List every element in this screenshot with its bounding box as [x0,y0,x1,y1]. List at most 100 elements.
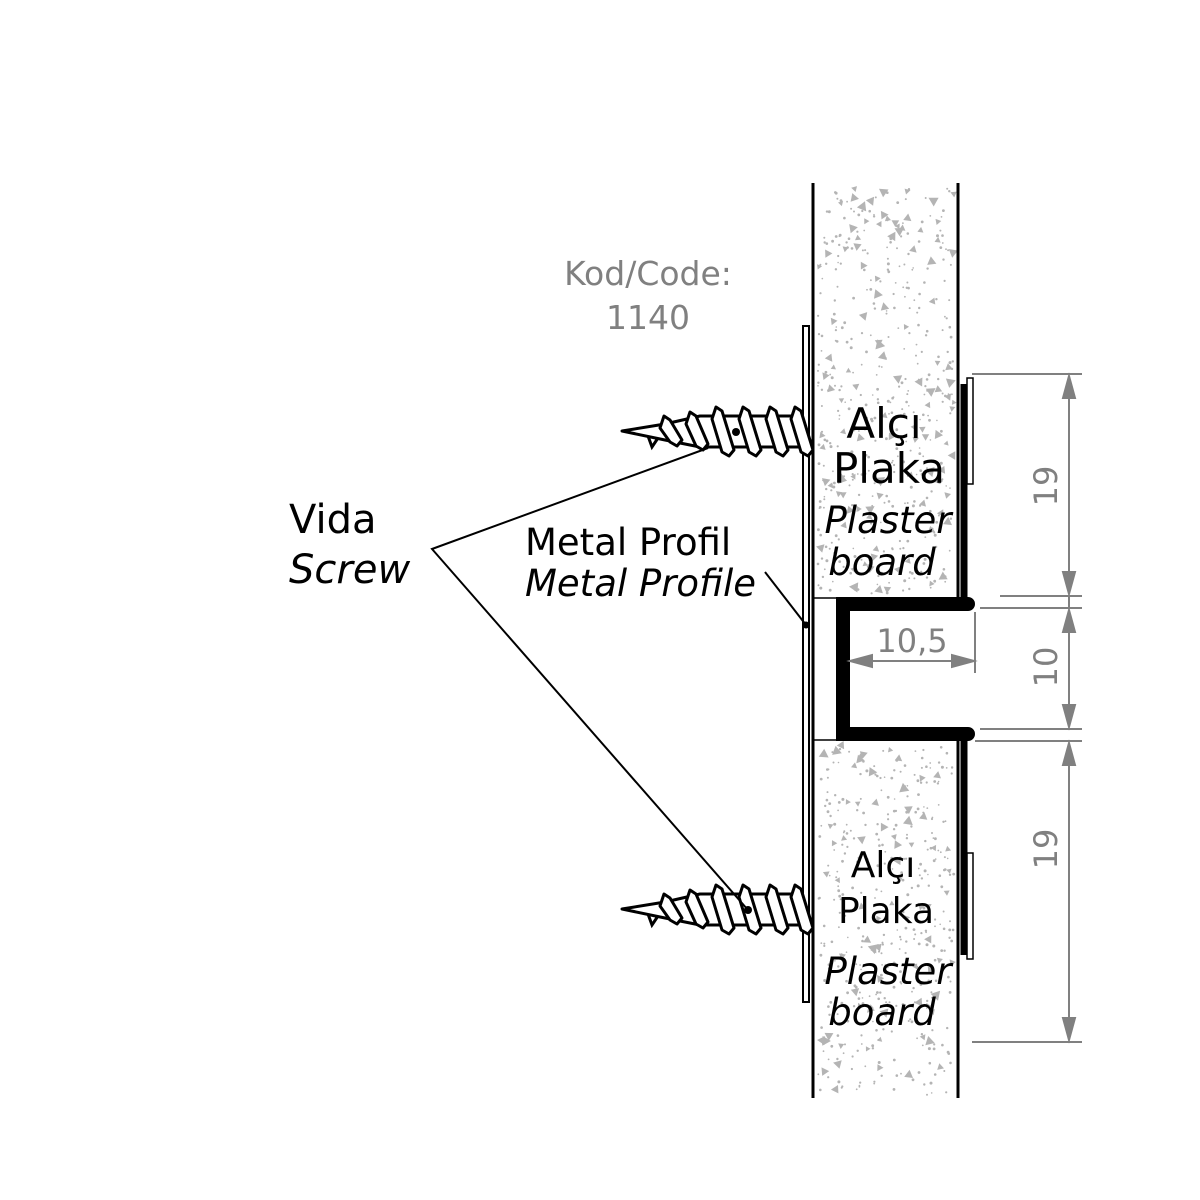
speckle [925,943,929,947]
speckle [898,265,901,268]
plasterboard-wall [811,183,960,1098]
speckle [836,491,843,498]
speckle [919,774,926,782]
speckle [950,191,957,198]
speckle [819,953,823,957]
speckle [871,1044,875,1048]
board-bottom-en-2: board [828,991,936,1034]
speckle [918,902,926,911]
speckle [873,522,876,525]
speckle [915,354,917,357]
speckle [923,281,926,284]
speckle [885,1001,888,1004]
speckle [930,991,933,994]
speckle [846,1019,850,1023]
speckle [873,918,877,922]
speckle [933,531,936,534]
speckle [849,346,853,350]
speckle [944,393,951,401]
speckle [920,350,923,353]
speckle [914,997,923,1007]
speckle [873,416,877,420]
speckle [830,1085,839,1094]
speckle [857,926,860,930]
speckle [852,547,855,550]
speckle [873,1080,876,1083]
speckle [877,838,880,841]
speckle [913,500,916,503]
speckle [913,577,916,580]
speckle [924,197,927,199]
speckle [940,949,944,952]
speckle [873,1082,876,1085]
speckle [891,220,900,227]
speckle [852,837,856,840]
dim-text-top-19: 19 [1027,466,1065,507]
speckle [879,776,882,780]
speckle [863,935,872,943]
speckle [829,1000,833,1004]
speckle [948,936,951,939]
dim-text-gap-height: 10 [1027,647,1065,688]
speckle [871,504,874,507]
speckle [855,1088,858,1091]
screw-leader-dot-top [732,428,740,436]
speckle [944,492,951,499]
speckle [882,1028,885,1031]
speckle [819,431,826,439]
speckle [916,311,919,314]
speckle [920,932,923,935]
speckle [895,1074,899,1077]
speckle [820,557,824,560]
speckle [882,550,886,553]
speckle [820,1026,823,1029]
speckle [932,837,935,839]
speckle [934,918,937,921]
speckle [924,839,927,843]
speckle [867,455,870,459]
speckle [933,1073,937,1076]
speckle [919,418,921,421]
speckle [853,555,857,558]
speckle [822,372,830,380]
speckle [840,1001,844,1005]
speckle [942,568,946,571]
speckle [917,867,920,870]
speckle [912,1003,915,1005]
speckle [908,587,911,591]
speckle [899,770,902,773]
speckle [876,774,879,778]
screw-thread [764,405,790,458]
speckle [866,858,869,861]
speckle [874,477,886,487]
speckle [914,750,917,752]
speckle [876,583,879,586]
speckle [886,262,890,266]
speckle [841,797,845,801]
speckle [856,473,859,475]
speckle [915,473,918,476]
speckle [842,831,845,834]
speckle [850,398,852,401]
speckle [906,539,910,543]
screw-thread [737,405,763,458]
speckle [887,818,890,821]
speckle [904,915,910,922]
speckle [850,337,853,341]
speckle [918,447,921,449]
speckle [825,439,829,443]
speckle [884,850,887,853]
speckle [936,509,944,517]
speckle [948,991,952,994]
arrow [1061,739,1077,766]
speckle [928,297,936,305]
speckle [943,440,949,446]
speckle [924,467,935,477]
speckle [922,455,925,458]
speckle [834,960,836,962]
speckle [921,434,930,441]
speckle [818,748,829,758]
speckle [850,207,853,210]
speckle [838,894,842,898]
speckle [909,1018,912,1021]
